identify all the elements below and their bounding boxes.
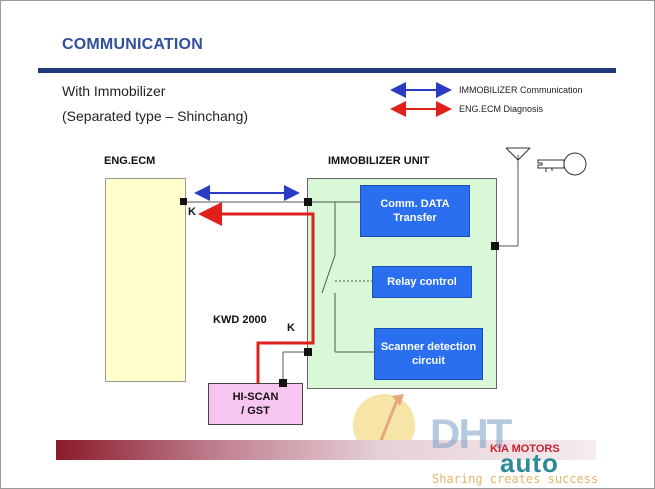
subtitle-line2: (Separated type – Shinchang) (62, 108, 249, 124)
ecm-label: ENG.ECM (104, 155, 156, 167)
relay-switch (321, 254, 336, 294)
ecm-box (105, 178, 186, 382)
antenna-connector (491, 242, 499, 250)
legend-label-immobilizer: IMMOBILIZER Communication (459, 85, 583, 95)
hiscan-connector (279, 379, 287, 387)
immo-unit-label: IMMOBILIZER UNIT (328, 155, 430, 167)
scanner-detection-block: Scanner detection circuit (374, 328, 483, 380)
ecm-connector (180, 198, 187, 205)
legend-label-diagnosis: ENG.ECM Diagnosis (459, 104, 544, 114)
relay-control-block: Relay control (372, 266, 472, 298)
title-rule (38, 68, 616, 73)
subtitle-line1: With Immobilizer (62, 83, 166, 99)
k-label-ecm: K (188, 206, 196, 218)
watermark-auto: auto (500, 448, 559, 478)
immo-connector-bottom (304, 348, 312, 356)
footer-gradient-bar (56, 440, 596, 460)
watermark-tagline: Sharing creates success (432, 472, 599, 486)
antenna-icon (505, 147, 531, 161)
hiscan-label-line1: HI-SCAN (232, 391, 279, 403)
ecm-diagnosis-arrow (198, 202, 315, 383)
hiscan-label-line2: / GST (241, 405, 270, 417)
k-label-scan: K (287, 322, 295, 334)
immo-connector-top (304, 198, 312, 206)
watermark-logo: DHT (430, 410, 512, 457)
key-icon (537, 152, 587, 176)
kia-motors-logo: KIA MOTORS (490, 443, 560, 455)
slide-title: COMMUNICATION (62, 36, 203, 53)
kwd-label: KWD 2000 (213, 314, 267, 326)
comm-data-block: Comm. DATA Transfer (360, 185, 470, 237)
hiscan-box: HI-SCAN / GST (208, 383, 303, 425)
